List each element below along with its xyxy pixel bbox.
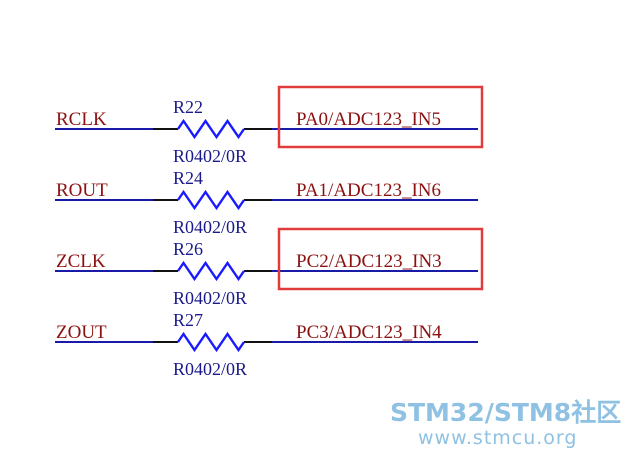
left-net-label: ZCLK	[56, 251, 106, 272]
highlight-box	[277, 85, 484, 149]
highlight-box	[277, 227, 484, 291]
resistor-designator: R24	[173, 168, 203, 188]
resistor-symbol	[177, 189, 245, 211]
left-net-label: ROUT	[56, 180, 108, 201]
resistor-symbol	[177, 260, 245, 282]
resistor-designator: R27	[173, 310, 203, 330]
right-net-label: PA0/ADC123_IN5	[296, 109, 441, 130]
left-net-label: RCLK	[56, 109, 107, 130]
resistor-designator: R26	[173, 239, 203, 259]
right-net-label: PC2/ADC123_IN3	[296, 251, 442, 272]
resistor-designator: R22	[173, 97, 203, 117]
right-net-label: PA1/ADC123_IN6	[296, 180, 441, 201]
right-net-label: PC3/ADC123_IN4	[296, 322, 442, 343]
resistor-value: R0402/0R	[173, 217, 247, 237]
watermark-line2: www.stmcu.org	[418, 427, 577, 449]
watermark-line1: STM32/STM8社区	[390, 398, 621, 427]
resistor-value: R0402/0R	[173, 146, 247, 166]
resistor-symbol	[177, 118, 245, 140]
resistor-symbol	[177, 331, 245, 353]
resistor-value: R0402/0R	[173, 359, 247, 379]
left-net-label: ZOUT	[56, 322, 107, 343]
watermark: STM32/STM8社区 www.stmcu.org	[390, 398, 621, 449]
resistor-rows: RCLKR22R0402/0RPA0/ADC123_IN5ROUTR24R040…	[55, 85, 484, 379]
resistor-value: R0402/0R	[173, 288, 247, 308]
